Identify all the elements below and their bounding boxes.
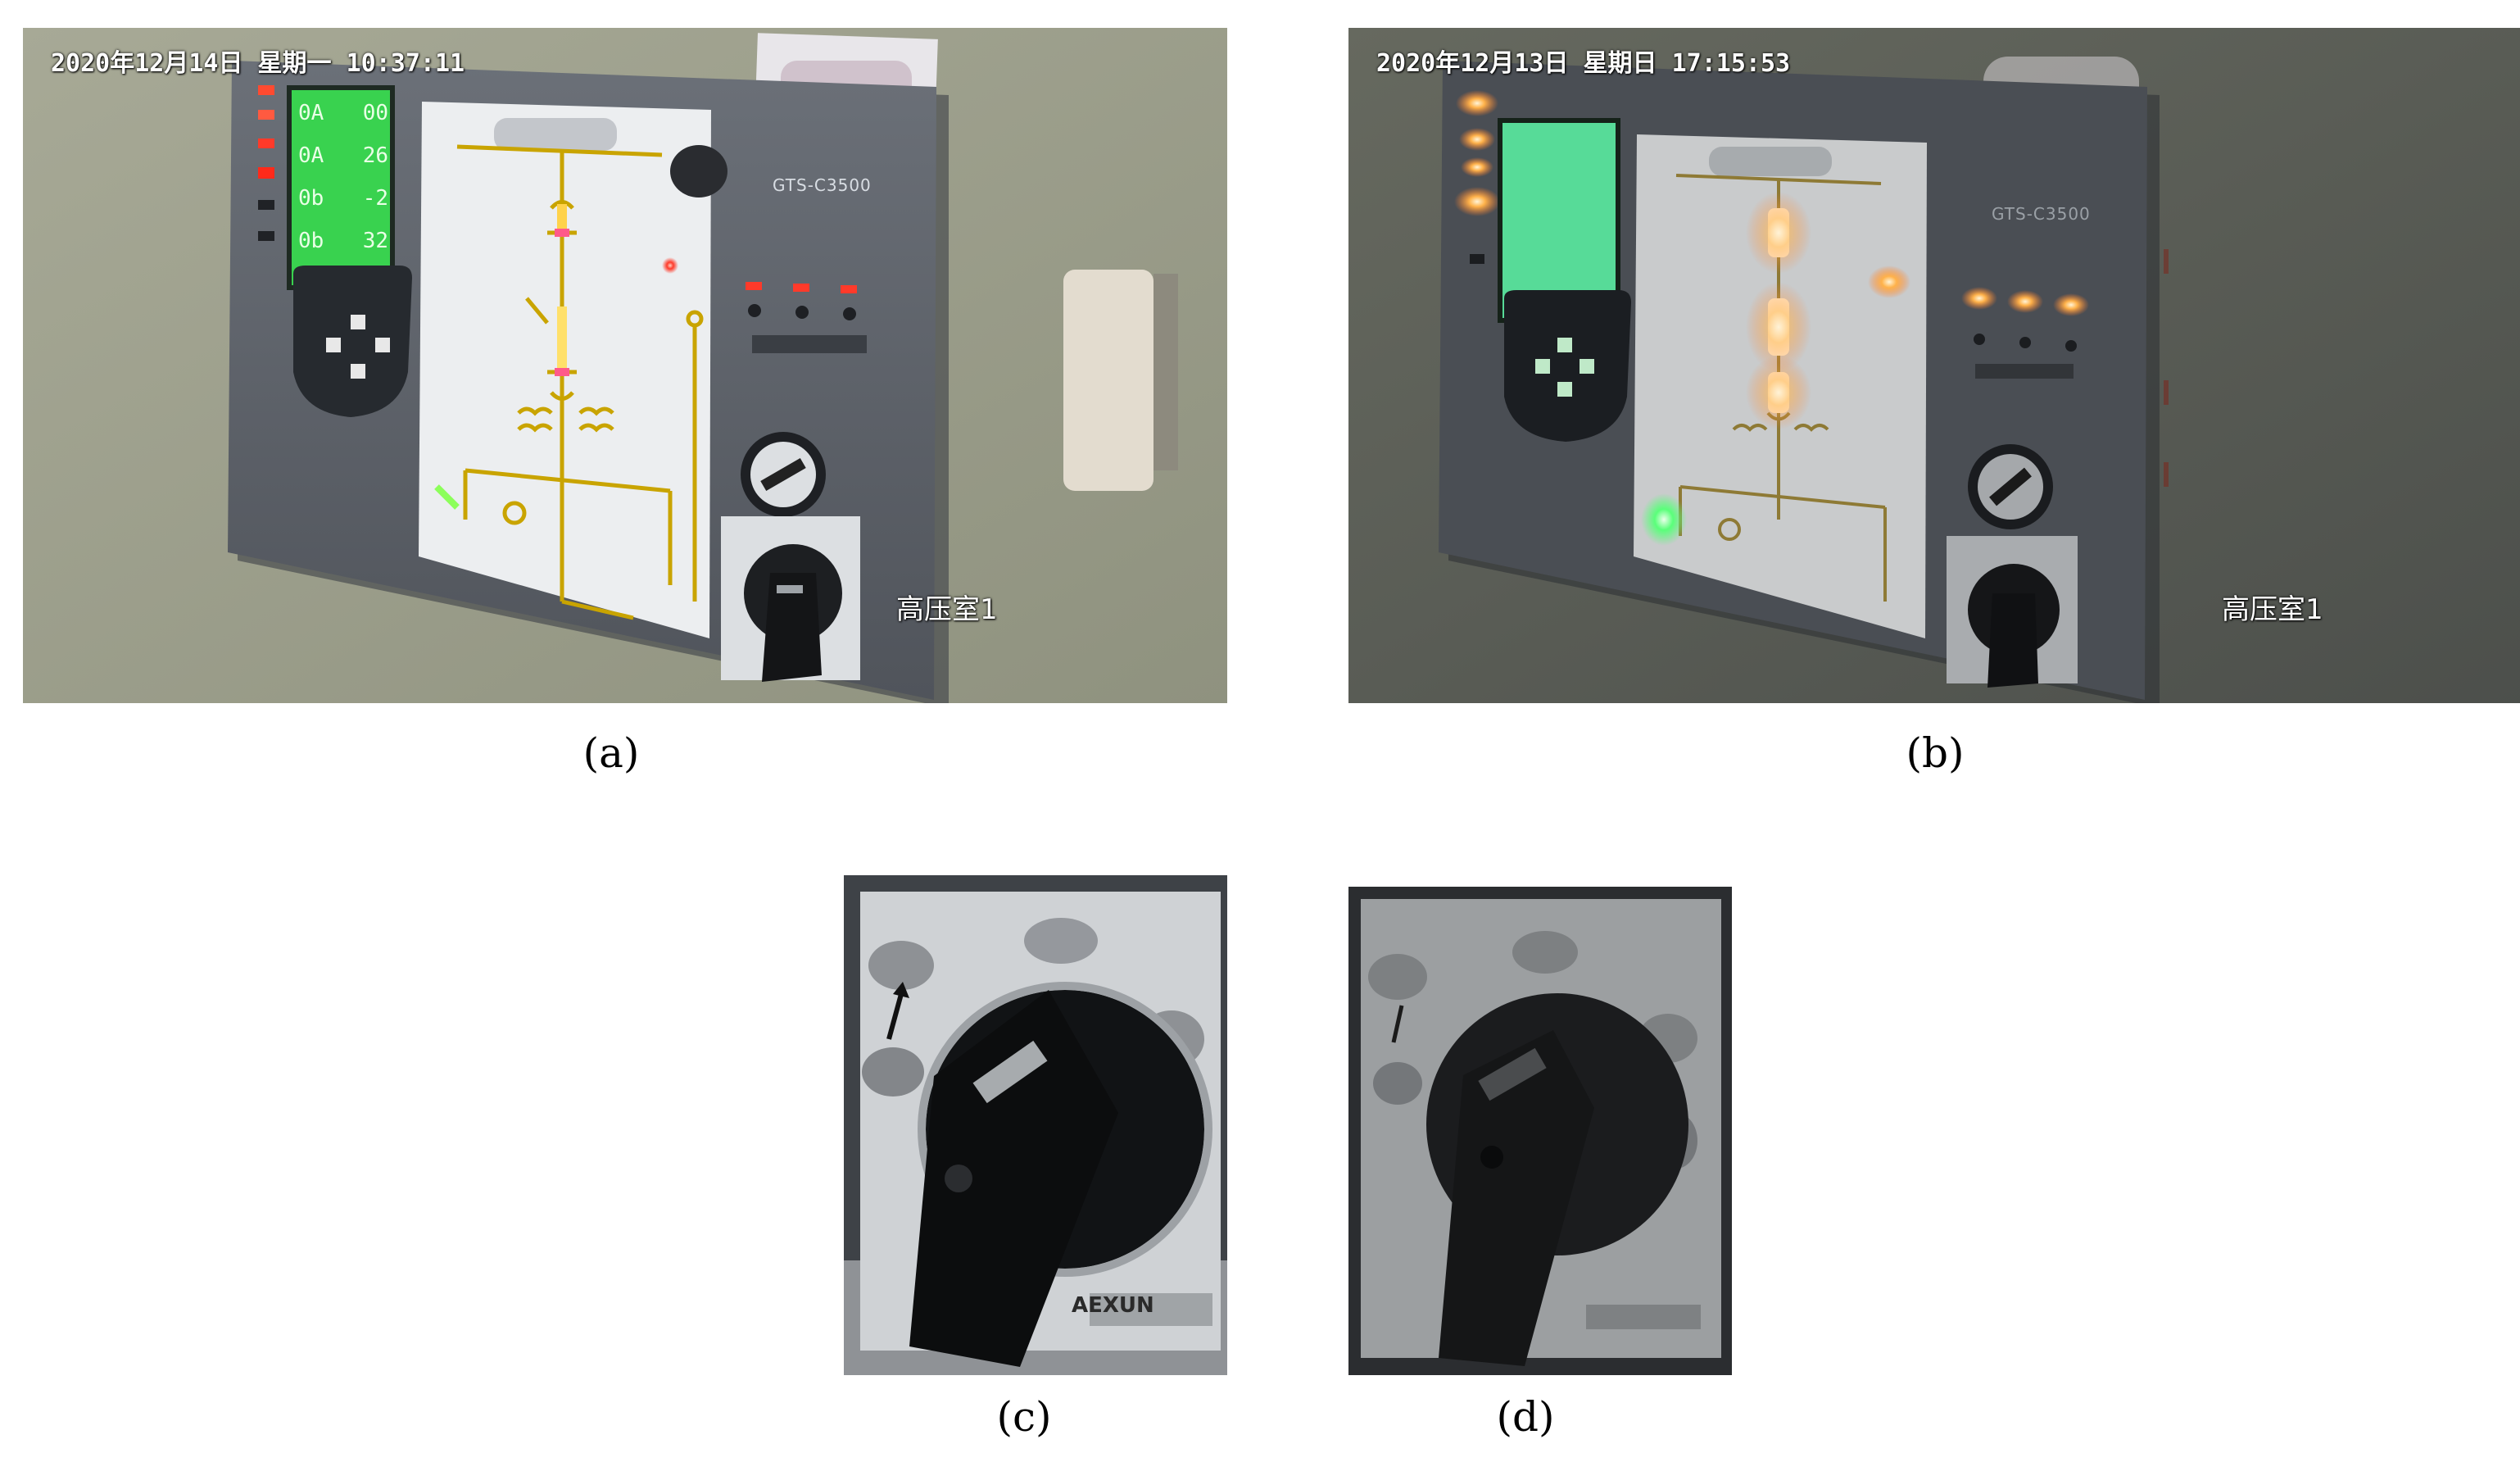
key-left-icon [326,338,341,352]
photo-c-scene [844,875,1227,1375]
lcd-screen [1502,123,1616,318]
keypad [1504,290,1631,442]
breaker-mark-top [555,229,569,237]
photo-b-scene [1348,28,2520,703]
photo-c-closeup-day: AEXUN [844,875,1227,1375]
status-leds [258,85,274,241]
blurred-mark [868,941,934,990]
caption-c: (c) [996,1393,1052,1441]
wall-box [1063,270,1153,491]
blurred-mark [862,1047,924,1096]
blurred-title [1709,147,1832,176]
brand-strip [1090,1293,1212,1326]
blurred-mark [1373,1062,1422,1105]
key-up-icon [1557,338,1572,352]
caption-d: (d) [1496,1393,1555,1441]
mimic-red-led [662,257,678,274]
key-down-icon [1557,382,1572,397]
blurred-mark [1024,918,1098,964]
right-leds [746,282,867,353]
breaker-glow-top [1746,192,1811,274]
breaker-mark-bottom [555,368,569,376]
blurred-mark [1368,954,1427,1000]
right-leds [1961,249,2169,487]
mimic-orange-led [1868,266,1910,298]
selector-handle-mark [1478,1047,1547,1101]
earth-switch-indicator [434,484,460,510]
breaker-light-bottom [557,306,567,368]
key-up-icon [351,315,365,329]
selector-handle [909,990,1118,1367]
lcd-screen [292,90,390,285]
room-label-a: 高压室1 [896,593,998,626]
breaker-glow-bottom [1746,356,1811,429]
earth-switch-indicator [1641,493,1687,546]
lcd-row: 0b-2 [298,186,388,211]
key-right-icon [1580,359,1594,374]
key-left-icon [1535,359,1550,374]
brand-strip [1586,1305,1701,1329]
breaker-glow-mid [1746,282,1811,372]
mimic-indicator [670,145,727,198]
breaker-light-top [557,204,567,233]
photo-d-scene [1348,887,1732,1375]
key-down-icon [351,364,365,379]
photo-b-night: 2020年12月13日 星期日 17:15:53 高压室1 GTS-C3500 [1348,28,2520,703]
caption-a: (a) [582,729,640,777]
photo-a-scene [23,28,1227,703]
selector-switch-handle [1987,593,2038,688]
selector-handle-hole [1480,1146,1503,1169]
caption-b: (b) [1906,729,1965,777]
key-right-icon [375,338,390,352]
photo-a-daytime: 2020年12月14日 星期一 10:37:11 高压室1 GTS-C3500 … [23,28,1227,703]
selector-dial-ring [918,982,1212,1277]
rotary-knob-pointer [760,457,806,492]
blurred-title [494,118,617,151]
model-label-a: GTS-C3500 [773,175,872,195]
status-leds [1454,90,1500,264]
model-label-b: GTS-C3500 [1992,204,2091,224]
selector-handle [1439,1030,1594,1366]
photo-d-closeup-night [1348,887,1732,1375]
timestamp-b: 2020年12月13日 星期日 17:15:53 [1376,49,1791,78]
selector-handle-hole [945,1165,972,1192]
keypad [293,266,412,417]
selector-switch-handle [762,573,822,682]
selector-handle-mark [777,585,803,593]
selector-handle-mark [972,1040,1048,1104]
wall-box-side [1153,274,1178,470]
timestamp-a: 2020年12月14日 星期一 10:37:11 [51,49,465,78]
arrow-left-icon [1391,1005,1404,1043]
brand-label-c: AEXUN [1072,1293,1154,1318]
blurred-mark [1512,931,1578,974]
arrow-left-icon [886,993,904,1040]
arrow-left-head [893,982,909,998]
room-label-b: 高压室1 [2222,593,2323,626]
rotary-knob-pointer [1989,467,2032,506]
